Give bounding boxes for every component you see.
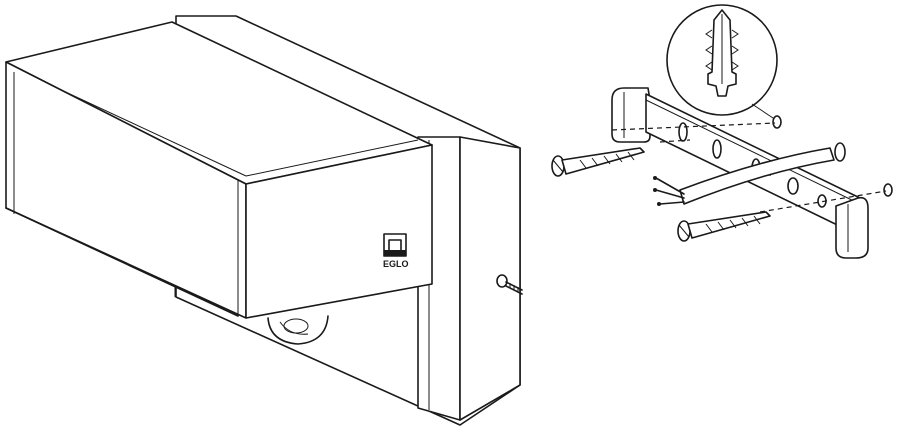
motion-sensor: [267, 315, 329, 345]
bracket-assembly: [551, 4, 893, 259]
logo-text: EGLO: [383, 259, 409, 269]
bracket-slot: [712, 139, 722, 159]
wall-plug-icon: [705, 9, 739, 97]
screw-icon: [551, 147, 645, 177]
drill-hole: [883, 183, 893, 197]
drill-hole: [772, 115, 782, 129]
drill-guides: [611, 115, 893, 213]
wall-plug-magnifier: [666, 4, 778, 121]
bracket-slot: [678, 122, 688, 142]
lamp-housing: [5, 21, 433, 319]
bracket-slot: [787, 177, 799, 195]
power-cable: [653, 142, 846, 206]
eglo-logo: EGLO: [383, 233, 409, 269]
wall-lamp-assembly: EGLO: [5, 15, 523, 426]
set-screw: [496, 274, 523, 295]
screw-icon: [677, 211, 771, 242]
